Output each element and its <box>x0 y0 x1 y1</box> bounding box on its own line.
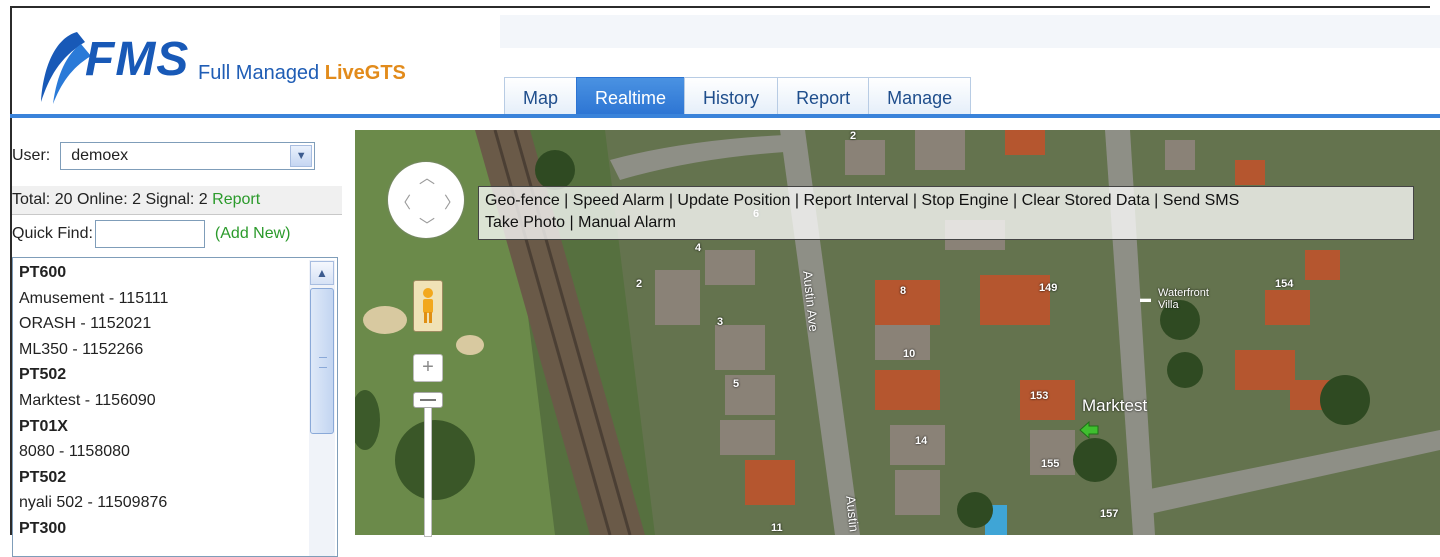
pan-left-icon[interactable]: 〈 <box>395 195 412 212</box>
command-row-2: Take Photo | Manual Alarm <box>485 212 1407 234</box>
device-list-item[interactable]: ML350 - 1152266 <box>19 340 144 358</box>
house-number: 2 <box>636 278 643 290</box>
tab-history[interactable]: History <box>684 77 779 116</box>
house-number: 153 <box>1030 390 1049 402</box>
device-list-item[interactable]: Amusement - 115111 <box>19 289 169 307</box>
zoom-slider-thumb[interactable] <box>413 392 443 408</box>
place-label-line: Waterfront <box>1158 287 1209 299</box>
chevron-down-icon[interactable]: ▼ <box>290 145 313 167</box>
hotel-icon: ▬ <box>1140 293 1151 305</box>
command-separator: | <box>790 192 804 209</box>
command-separator: | <box>565 214 579 231</box>
command-link[interactable]: Take Photo <box>485 214 566 231</box>
house-number: 11 <box>771 522 783 534</box>
tab-manage[interactable]: Manage <box>868 77 972 116</box>
stat-total: Total: 20 <box>12 191 73 208</box>
device-group-header: PT01X <box>19 417 68 435</box>
pan-right-icon[interactable]: 〉 <box>444 195 461 212</box>
house-number: 157 <box>1100 508 1119 520</box>
tab-realtime[interactable]: Realtime <box>576 77 686 116</box>
street-view-pegman-icon[interactable] <box>413 280 443 332</box>
pan-up-icon[interactable]: ︿ <box>419 170 436 187</box>
logo-swoosh-icon <box>41 32 91 104</box>
device-list-item[interactable]: 8080 - 1158080 <box>19 443 130 461</box>
sidebar: User: demoex ▼ Total: 20 Online: 2 Signa… <box>12 120 342 557</box>
command-link[interactable]: Speed Alarm <box>572 192 665 209</box>
command-link[interactable]: Clear Stored Data <box>1021 192 1150 209</box>
quick-find-row: Quick Find: (Add New) <box>12 220 291 248</box>
command-separator: | <box>908 192 922 209</box>
logo-tagline: Full Managed LiveGTS <box>198 62 406 85</box>
place-label-line: Villa <box>1158 299 1179 311</box>
command-link[interactable]: Manual Alarm <box>578 214 676 231</box>
device-list-item[interactable]: ORASH - 1152021 <box>19 315 152 333</box>
house-number: 149 <box>1039 282 1058 294</box>
top-rule <box>10 6 1430 8</box>
house-number: 2 <box>850 130 857 142</box>
command-separator: | <box>1149 192 1163 209</box>
command-link[interactable]: Geo-fence <box>485 192 560 209</box>
zoom-slider-track[interactable] <box>424 392 432 537</box>
house-number: 10 <box>903 348 916 360</box>
command-row-1: Geo-fence | Speed Alarm | Update Positio… <box>485 190 1407 212</box>
report-link[interactable]: Report <box>212 191 261 208</box>
house-number: 14 <box>915 435 928 447</box>
vehicle-arrow-icon[interactable] <box>1079 421 1099 439</box>
device-list-item[interactable]: Marktest - 1156090 <box>19 391 156 409</box>
scroll-up-icon[interactable]: ▲ <box>310 261 334 285</box>
device-group-header: PT600 <box>19 264 67 281</box>
logo: FMS Full Managed LiveGTS <box>25 22 495 104</box>
place-label: Waterfront Villa <box>1158 287 1209 311</box>
house-number: 4 <box>695 242 702 254</box>
user-select-value: demoex <box>71 147 129 164</box>
house-number: 154 <box>1275 278 1294 290</box>
quick-find-input[interactable] <box>94 220 205 248</box>
device-group-header: PT502 <box>19 468 67 486</box>
device-list-scrollbar[interactable]: ▲ <box>309 260 335 556</box>
house-number: 5 <box>733 378 740 390</box>
tagline-brand: LiveGTS <box>324 62 406 84</box>
logo-text: FMS <box>85 33 190 86</box>
user-label: User: <box>12 147 51 164</box>
main-tabs: Map Realtime History Report Manage <box>504 77 972 116</box>
tab-map[interactable]: Map <box>504 77 578 116</box>
zoom-in-button[interactable]: + <box>413 354 443 382</box>
add-new-link[interactable]: (Add New) <box>214 225 291 242</box>
pan-down-icon[interactable]: ﹀ <box>419 218 436 235</box>
header-right-panel <box>500 15 1440 48</box>
tagline-prefix: Full Managed <box>198 62 320 84</box>
command-separator: | <box>559 192 573 209</box>
vehicle-marker-label: Marktest <box>1082 396 1148 415</box>
device-group-header: PT502 <box>19 366 67 384</box>
command-link[interactable]: Stop Engine <box>921 192 1009 209</box>
user-row: User: demoex ▼ <box>12 142 316 170</box>
stat-signal: Signal: 2 <box>145 191 208 208</box>
device-list-item[interactable]: nyali 502 - 11509876 <box>19 494 168 512</box>
device-group-header: PT300 <box>19 519 67 537</box>
frame-left-border <box>10 6 12 535</box>
device-command-panel: Geo-fence | Speed Alarm | Update Positio… <box>478 186 1414 240</box>
command-link[interactable]: Report Interval <box>803 192 909 209</box>
house-number: 8 <box>900 285 907 297</box>
tab-report[interactable]: Report <box>777 77 870 116</box>
header-divider-bar <box>10 114 1440 118</box>
command-link[interactable]: Send SMS <box>1162 192 1240 209</box>
user-select[interactable]: demoex ▼ <box>60 142 316 170</box>
stat-online: Online: 2 <box>76 191 141 208</box>
house-number: 3 <box>717 316 724 328</box>
command-link[interactable]: Update Position <box>677 192 791 209</box>
house-number: 155 <box>1041 458 1060 470</box>
scroll-thumb[interactable] <box>310 288 334 434</box>
device-stats: Total: 20 Online: 2 Signal: 2 Report <box>12 186 342 215</box>
command-separator: | <box>664 192 678 209</box>
quick-find-label: Quick Find: <box>12 225 93 242</box>
command-separator: | <box>1008 192 1022 209</box>
map-pan-control[interactable]: ︿ ﹀ 〈 〉 <box>388 162 464 238</box>
